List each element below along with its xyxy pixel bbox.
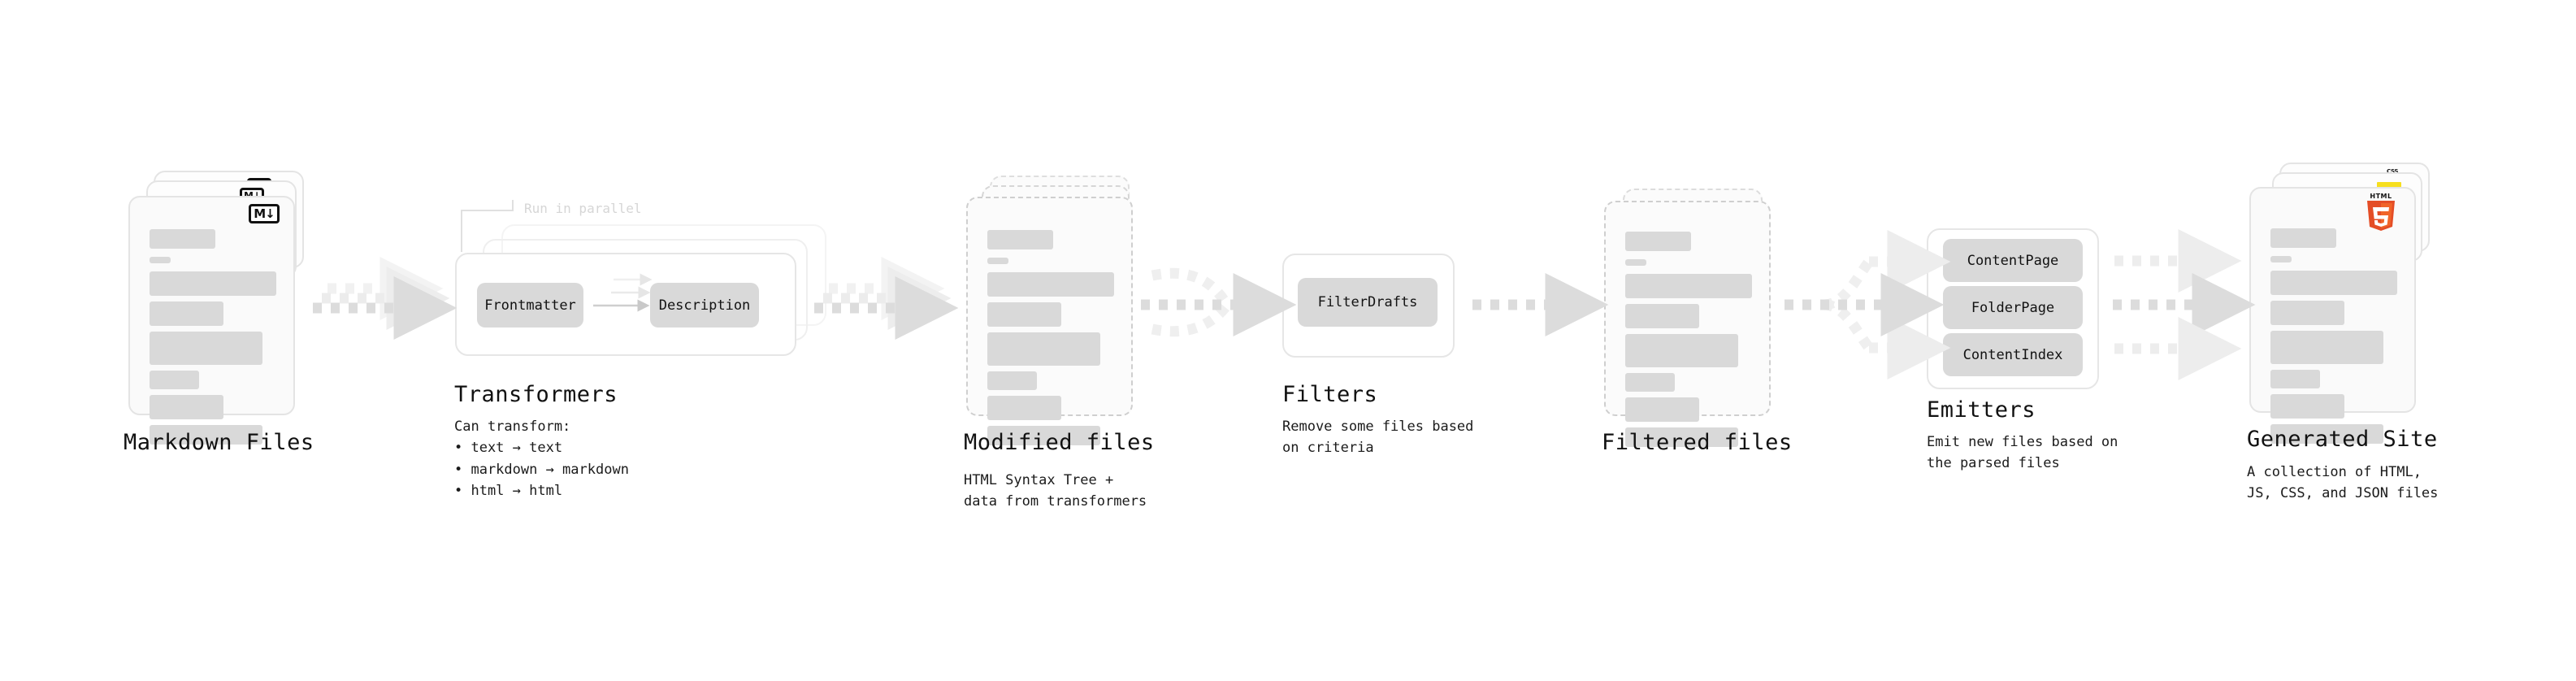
content-bar	[1625, 373, 1675, 392]
content-bar	[987, 258, 1008, 264]
content-bar	[2270, 331, 2383, 364]
content-bar	[987, 332, 1100, 366]
emitter-pill-contentpage[interactable]: ContentPage	[1943, 239, 2083, 282]
content-bar	[150, 332, 262, 365]
content-bar	[2270, 424, 2383, 444]
content-bar	[2270, 271, 2397, 295]
content-bar	[2270, 394, 2344, 419]
arrow-markdown-to-transformers	[313, 257, 458, 340]
html5-icon: HTML	[2365, 193, 2397, 231]
content-bar	[2270, 301, 2344, 325]
content-bar	[1625, 397, 1699, 422]
stage-label-transformers: Transformers	[454, 382, 618, 407]
content-bar	[2270, 370, 2320, 388]
content-bar	[1625, 232, 1691, 251]
stage-desc-filters: Remove some files based on criteria	[1282, 419, 1474, 457]
stage-desc-modified-files: HTML Syntax Tree + data from transformer…	[964, 472, 1147, 510]
arrow-modified-to-filters	[1141, 267, 1297, 337]
stage-desc-transformers: Can transform: • text → text • markdown …	[454, 419, 629, 500]
content-bar	[150, 395, 223, 419]
markdown-icon: M↓	[249, 204, 280, 223]
stage-label-modified-files: Modified files	[964, 430, 1155, 455]
content-bar	[1625, 427, 1738, 447]
content-bar	[987, 371, 1037, 390]
stage-desc-emitters: Emit new files based on the parsed files	[1927, 434, 2118, 472]
arrow-filtered-to-emitters	[1785, 230, 1951, 380]
content-bar	[987, 302, 1061, 327]
content-bar	[150, 371, 199, 389]
content-bar	[2270, 256, 2292, 262]
filter-pill-filterdrafts[interactable]: FilterDrafts	[1298, 278, 1438, 327]
content-bar	[1625, 334, 1738, 367]
emitter-pill-folderpage[interactable]: FolderPage	[1943, 286, 2083, 329]
content-bar	[150, 425, 262, 445]
content-bar	[2270, 228, 2336, 248]
css-icon-text: CSS	[2387, 168, 2399, 175]
stage-label-emitters: Emitters	[1927, 397, 2036, 423]
content-bar	[987, 426, 1100, 445]
content-bar	[150, 301, 223, 326]
transformer-pill-description[interactable]: Description	[650, 283, 759, 327]
content-bar	[987, 396, 1061, 420]
content-bar	[150, 229, 215, 249]
stage-label-filters: Filters	[1282, 382, 1378, 407]
run-in-parallel-annotation: Run in parallel	[524, 201, 642, 216]
stage-label-markdown-files: Markdown Files	[124, 430, 314, 455]
content-bar	[1625, 274, 1752, 298]
content-bar	[987, 272, 1114, 297]
content-bar	[150, 257, 171, 263]
markdown-file-front	[128, 196, 295, 445]
filtered-file-front	[1604, 201, 1771, 447]
stage-label-generated-site: Generated Site	[2247, 427, 2438, 452]
stage-desc-generated-site: A collection of HTML, JS, CSS, and JSON …	[2247, 464, 2439, 502]
generated-file-front	[2249, 187, 2416, 444]
content-bar	[987, 230, 1053, 249]
transformer-pill-frontmatter[interactable]: Frontmatter	[477, 283, 583, 327]
content-bar	[1625, 304, 1699, 328]
content-bar	[150, 271, 276, 296]
arrow-emitters-to-generated	[2113, 229, 2256, 380]
arrow-transformers-to-modified	[814, 257, 959, 340]
modified-file-front	[966, 197, 1133, 445]
content-bar	[1625, 259, 1646, 266]
emitter-pill-contentindex[interactable]: ContentIndex	[1943, 333, 2083, 376]
stage-label-filtered-files: Filtered files	[1602, 430, 1793, 455]
